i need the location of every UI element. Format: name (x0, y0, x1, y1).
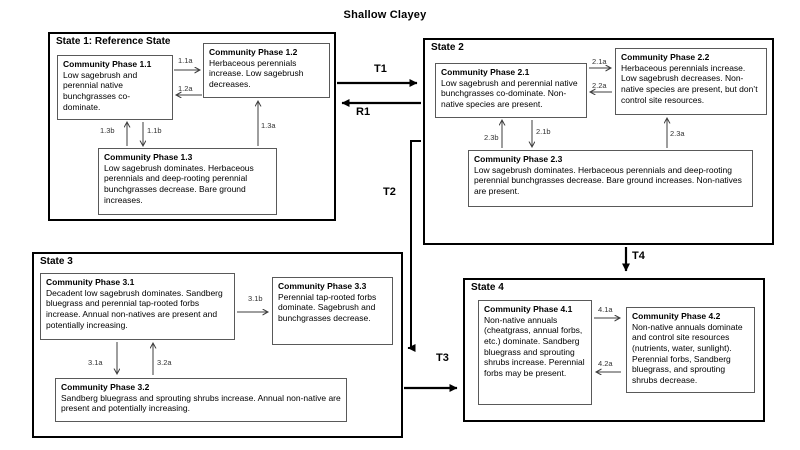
phase-box-3-1: Community Phase 3.1 Decadent low sagebru… (40, 273, 235, 340)
phase-1-1-title: Community Phase 1.1 (63, 59, 152, 69)
pathway-label-3-1b: 3.1b (248, 294, 263, 303)
pathway-label-1-2a: 1.2a (178, 84, 193, 93)
pathway-label-1-3b: 1.3b (100, 126, 115, 135)
pathway-label-4-1a: 4.1a (598, 305, 613, 314)
phase-box-1-2: Community Phase 1.2 Herbaceous perennial… (203, 43, 330, 98)
state-3-box: State 3 Community Phase 3.1 Decadent low… (32, 252, 403, 438)
phase-box-1-1: Community Phase 1.1 Low sagebrush and pe… (57, 55, 173, 120)
state-1-box: State 1: Reference State Community Phase… (48, 32, 336, 221)
phase-3-3-title: Community Phase 3.3 (278, 281, 367, 291)
state-3-label: State 3 (40, 256, 73, 267)
pathway-label-4-2a: 4.2a (598, 359, 613, 368)
pathway-label-2-1b: 2.1b (536, 127, 551, 136)
phase-3-2-text: Sandberg bluegrass and sprouting shrubs … (61, 392, 341, 414)
phase-box-1-3: Community Phase 1.3 Low sagebrush domina… (98, 148, 277, 215)
phase-box-4-2: Community Phase 4.2 Non-native annuals d… (626, 307, 755, 393)
pathway-label-3-2a: 3.2a (157, 358, 172, 367)
phase-box-3-3: Community Phase 3.3 Perennial tap-rooted… (272, 277, 393, 345)
phase-2-3-text: Low sagebrush dominates. Herbaceous pere… (474, 164, 742, 196)
phase-box-2-1: Community Phase 2.1 Low sagebrush and pe… (435, 63, 587, 118)
phase-4-2-text: Non-native annuals dominate and control … (632, 321, 743, 385)
state-4-label: State 4 (471, 282, 504, 293)
phase-2-2-text: Herbaceous perennials increase. Low sage… (621, 62, 758, 105)
phase-box-3-2: Community Phase 3.2 Sandberg bluegrass a… (55, 378, 347, 422)
phase-1-2-title: Community Phase 1.2 (209, 47, 298, 57)
pathway-label-1-1a: 1.1a (178, 56, 193, 65)
pathway-label-2-2a: 2.2a (592, 81, 607, 90)
phase-box-2-2: Community Phase 2.2 Herbaceous perennial… (615, 48, 767, 115)
phase-3-3-text: Perennial tap-rooted forbs dominate. Sag… (278, 291, 377, 323)
phase-2-3-title: Community Phase 2.3 (474, 154, 563, 164)
state-4-box: State 4 Community Phase 4.1 Non-native a… (463, 278, 765, 422)
transition-label-t3: T3 (436, 352, 449, 364)
phase-2-1-text: Low sagebrush and perennial native bunch… (441, 77, 578, 109)
phase-1-3-title: Community Phase 1.3 (104, 152, 193, 162)
pathway-label-1-1b: 1.1b (147, 126, 162, 135)
phase-4-1-text: Non-native annuals (cheatgrass, annual f… (484, 314, 585, 378)
diagram-title: Shallow Clayey (343, 9, 427, 21)
phase-1-2-text: Herbaceous perennials increase. Low sage… (209, 57, 304, 89)
state-2-label: State 2 (431, 42, 464, 53)
phase-box-4-1: Community Phase 4.1 Non-native annuals (… (478, 300, 592, 405)
transition-label-t1: T1 (374, 63, 387, 75)
phase-4-2-title: Community Phase 4.2 (632, 311, 721, 321)
transition-arrow-t2 (407, 140, 421, 352)
pathway-label-3-1a: 3.1a (88, 358, 103, 367)
state-1-label: State 1: Reference State (56, 36, 171, 47)
phase-3-1-text: Decadent low sagebrush dominates. Sandbe… (46, 287, 223, 330)
phase-2-1-title: Community Phase 2.1 (441, 67, 530, 77)
pathway-label-2-3a: 2.3a (670, 129, 685, 138)
phase-3-2-title: Community Phase 3.2 (61, 382, 150, 392)
phase-2-2-title: Community Phase 2.2 (621, 52, 710, 62)
state-2-box: State 2 Community Phase 2.1 Low sagebrus… (423, 38, 774, 245)
transition-label-r1: R1 (356, 106, 371, 118)
phase-4-1-title: Community Phase 4.1 (484, 304, 573, 314)
pathway-label-1-3a: 1.3a (261, 121, 276, 130)
phase-box-2-3: Community Phase 2.3 Low sagebrush domina… (468, 150, 753, 207)
phase-1-1-text: Low sagebrush and perennial native bunch… (63, 69, 138, 112)
transition-label-t2: T2 (383, 186, 396, 198)
pathway-label-2-1a: 2.1a (592, 57, 607, 66)
phase-1-3-text: Low sagebrush dominates. Herbaceous pere… (104, 162, 254, 205)
transition-label-t4: T4 (632, 250, 645, 262)
pathway-label-2-3b: 2.3b (484, 133, 499, 142)
phase-3-1-title: Community Phase 3.1 (46, 277, 135, 287)
